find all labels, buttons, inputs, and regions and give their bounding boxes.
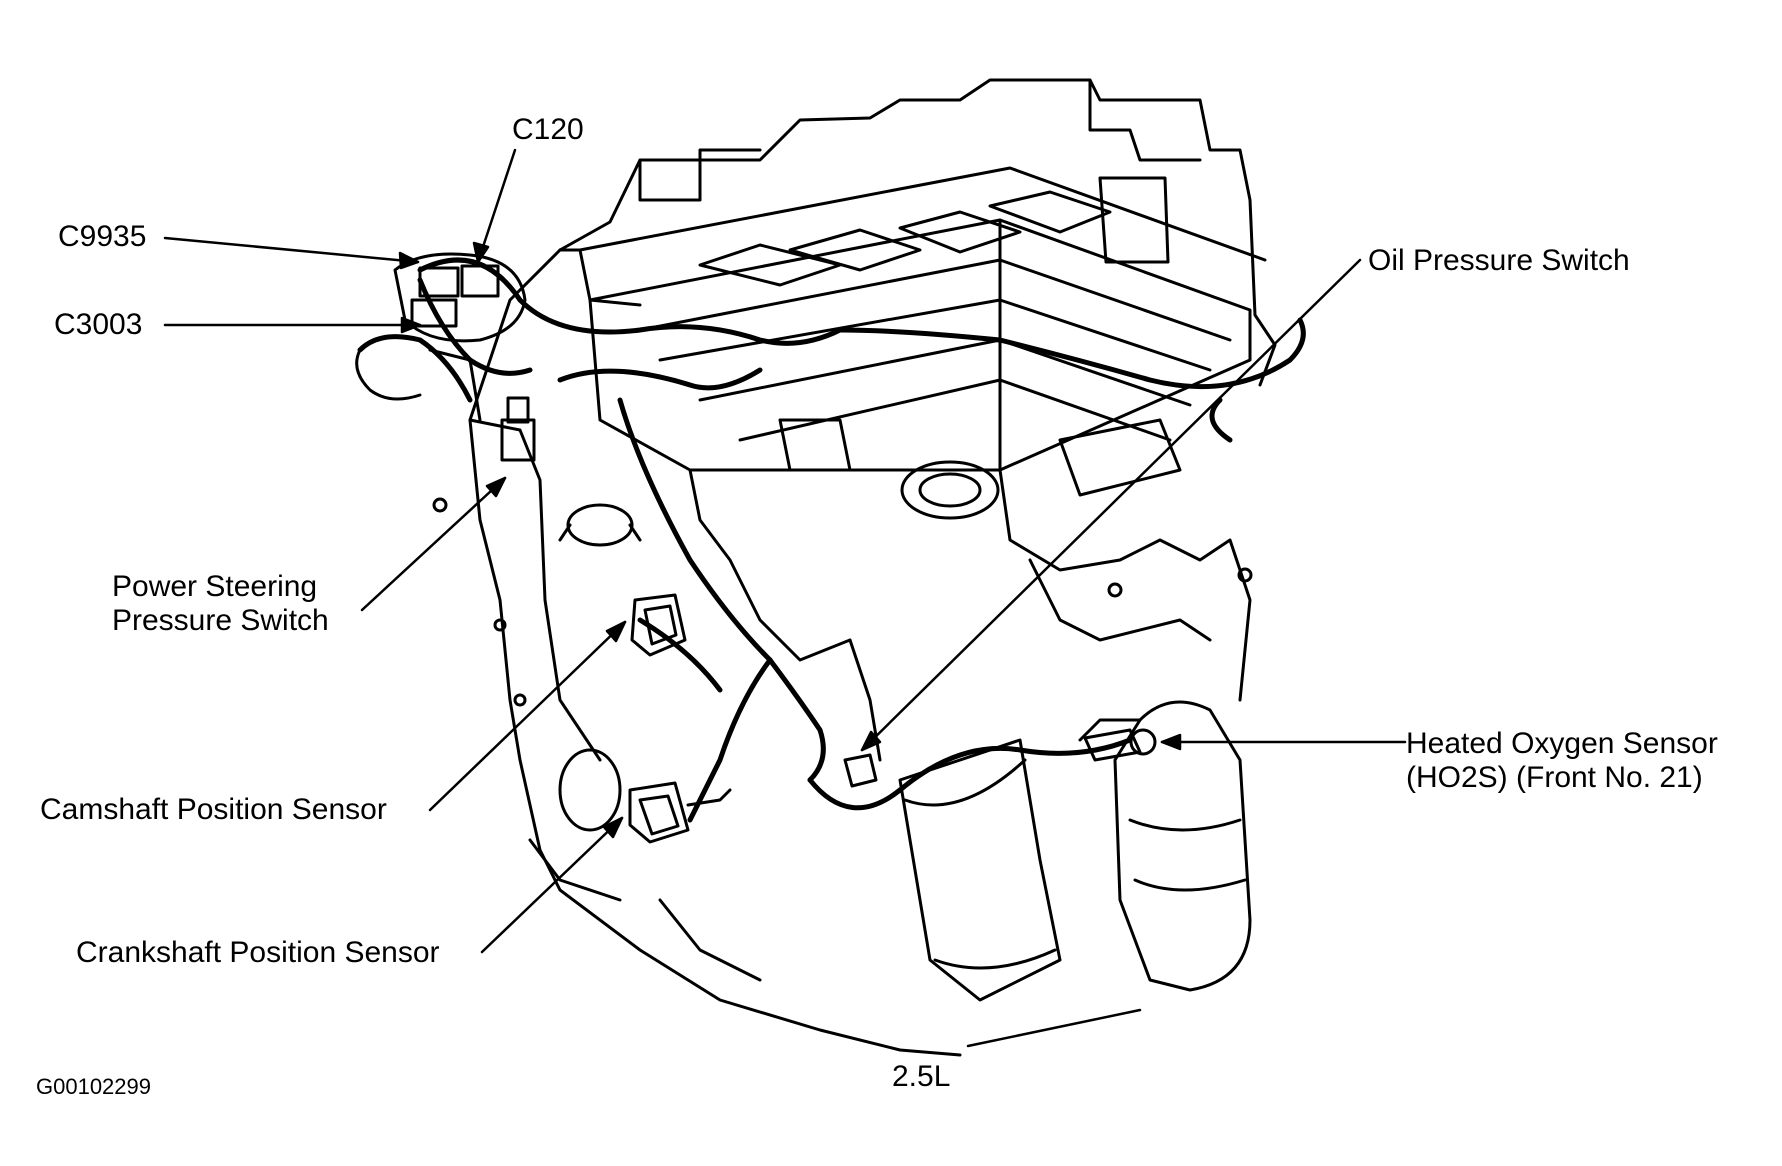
label-ps-pressure-switch-line1: Power Steering [112,570,318,603]
label-oil-pressure-switch: Oil Pressure Switch [1368,244,1630,277]
exhaust-converter [1078,700,1252,992]
connector-cluster [355,252,527,401]
label-crankshaft-sensor: Crankshaft Position Sensor [76,936,440,969]
crankshaft-sensor [628,781,732,844]
label-ps-pressure-switch-line2: Pressure Switch [112,604,329,637]
intake-manifold [558,78,1277,472]
leader-lines [163,148,1407,1048]
ps-pressure-switch [500,396,536,462]
label-c120: C120 [512,113,584,146]
engine-block [428,248,1253,1057]
ho2s-sensor [1083,728,1157,762]
label-engine-size: 2.5L [892,1060,951,1093]
label-camshaft-sensor: Camshaft Position Sensor [40,793,387,826]
camshaft-sensor [630,593,687,657]
wiring-harness [357,257,1306,823]
label-c3003: C3003 [54,308,143,341]
label-c9935: C9935 [58,220,147,253]
oil-filter [898,738,1062,1002]
label-ho2s-line2: (HO2S) (Front No. 21) [1406,761,1703,794]
label-ho2s-line1: Heated Oxygen Sensor [1406,727,1718,760]
label-figure-id: G00102299 [36,1074,151,1099]
oil-pressure-switch [843,753,878,788]
